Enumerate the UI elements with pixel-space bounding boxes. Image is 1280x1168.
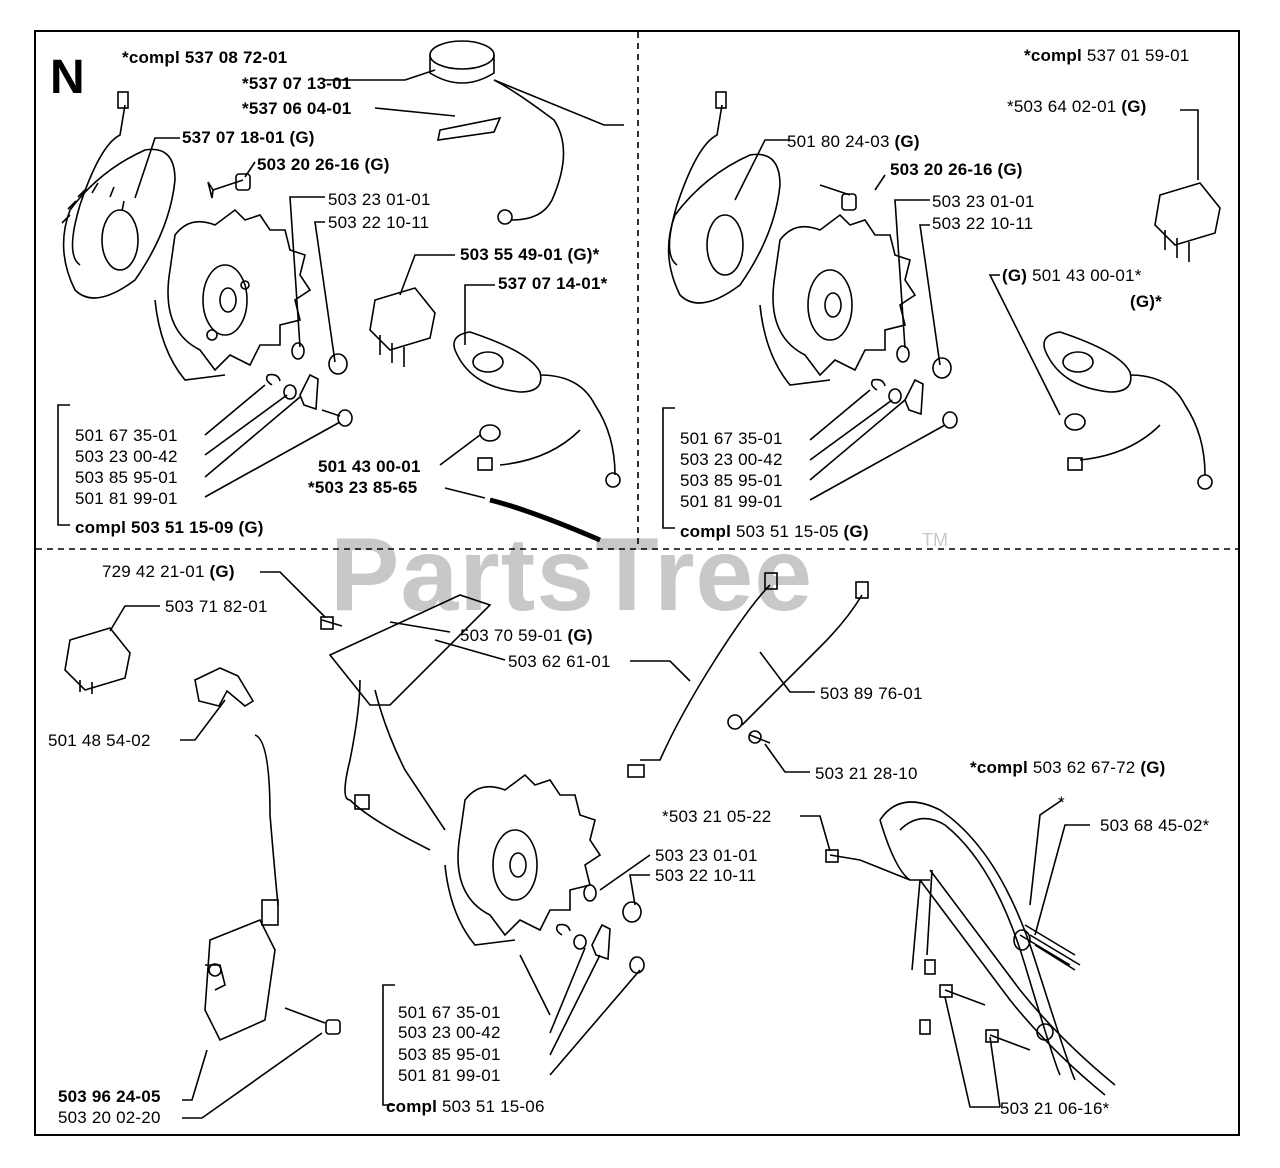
b-label-503-22-10: 503 22 10-11 — [655, 866, 757, 885]
tl-label-503-22-10: 503 22 10-11 — [328, 213, 430, 232]
tl-label-503-23-00: 503 23 00-42 — [75, 447, 178, 466]
pawl-tl — [299, 373, 319, 411]
flywheel-tr — [759, 213, 917, 386]
tr-label-compl-503-51-15-05: compl 503 51 15-05 (G) — [680, 522, 869, 541]
tl-label-537-07-18: 537 07 18-01 (G) — [182, 128, 315, 147]
screw-729 — [320, 616, 334, 630]
tr-label-503-22-10: 503 22 10-11 — [932, 214, 1034, 233]
b-label-503-96-24: 503 96 24-05 — [58, 1087, 161, 1106]
tl-label-537-06-04: *537 06 04-01 — [242, 99, 352, 118]
diagram-frame — [34, 30, 1240, 1136]
section-letter: N — [50, 51, 85, 104]
b-label-503-21-28: 503 21 28-10 — [815, 764, 918, 783]
b-label-503-71-82: 503 71 82-01 — [165, 597, 268, 616]
ignition-coil-tl — [61, 91, 176, 299]
tl-label-501-81-99: 501 81 99-01 — [75, 489, 178, 508]
b-label-503-62-61: 503 62 61-01 — [508, 652, 611, 671]
b-label-star: * — [1058, 793, 1065, 812]
tr-label-g-star: (G)* — [1130, 292, 1162, 311]
nut-tl — [328, 353, 348, 375]
screw-tl — [207, 179, 244, 199]
b-label-compl-503-51-15-06: compl 503 51 15-06 — [386, 1097, 545, 1116]
tl-label-501-67-35: 501 67 35-01 — [75, 426, 178, 445]
grommet-tl — [479, 424, 501, 442]
ignition-module-top — [429, 40, 624, 225]
b-label-503-68-45: 503 68 45-02* — [1100, 816, 1210, 835]
b-label-503-23-00: 503 23 00-42 — [398, 1023, 501, 1042]
tr-label-501-81-99: 501 81 99-01 — [680, 492, 783, 511]
stop-switch-bottom — [64, 627, 131, 694]
b-label-501-81-99: 501 81 99-01 — [398, 1066, 501, 1085]
screw-503-21-05 — [825, 849, 839, 863]
hv-lead — [254, 734, 279, 906]
tl-label-503-55-49: 503 55 49-01 (G)* — [460, 245, 600, 264]
tl-label-537-07-13: *537 07 13-01 — [242, 74, 352, 93]
tr-label-503-23-00: 503 23 00-42 — [680, 450, 783, 469]
bracket-plate — [328, 594, 492, 851]
b-label-503-89-76: 503 89 76-01 — [820, 684, 923, 703]
b-label-501-48-54: 501 48 54-02 — [48, 731, 151, 750]
tr-label-503-64-02: *503 64 02-01 (G) — [1007, 97, 1147, 116]
key-tl — [265, 373, 281, 386]
lead-503-62-61 — [627, 572, 778, 778]
b-label-503-21-05: *503 21 05-22 — [662, 807, 772, 826]
b-label-503-70-59: 503 70 59-01 (G) — [460, 626, 593, 645]
tr-compl-label: *compl 537 01 59-01 — [1024, 46, 1190, 65]
watermark-text: PartsTree — [330, 517, 814, 633]
flywheel-tl — [154, 208, 312, 381]
ignition-module-bottom — [204, 899, 279, 1042]
b-label-compl-503-62-67: *compl 503 62 67-72 (G) — [970, 758, 1166, 777]
tr-label-503-85-95: 503 85 95-01 — [680, 471, 783, 490]
tl-label-503-23-01: 503 23 01-01 — [328, 190, 431, 209]
handle-bar — [879, 801, 1116, 1096]
stop-switch-tl — [369, 287, 436, 367]
spark-plug-cap — [194, 667, 255, 707]
flywheel-bottom — [444, 773, 602, 946]
module-plate-tr — [1043, 331, 1213, 490]
watermark-tm: TM — [922, 530, 948, 550]
tl-label-537-07-14: 537 07 14-01* — [498, 274, 608, 293]
b-label-501-67-35: 501 67 35-01 — [398, 1003, 501, 1022]
tr-label-503-23-01: 503 23 01-01 — [932, 192, 1035, 211]
screw-bottom — [325, 1019, 341, 1035]
lead-503-89-76 — [727, 581, 869, 730]
screw-503-21-28 — [748, 730, 762, 744]
tl-compl-label: *compl 537 08 72-01 — [122, 48, 288, 67]
tr-label-501-80-24: 501 80 24-03 (G) — [787, 132, 920, 151]
tl-label-503-20-26: 503 20 26-16 (G) — [257, 155, 390, 174]
b-label-503-20-02: 503 20 02-20 — [58, 1108, 161, 1127]
tr-label-503-20-26: 503 20 26-16 (G) — [890, 160, 1023, 179]
b-label-503-21-06: 503 21 06-16* — [1000, 1099, 1110, 1118]
b-label-503-85-95: 503 85 95-01 — [398, 1045, 501, 1064]
ignition-coil-tr — [667, 91, 781, 304]
module-plate-tl — [453, 331, 621, 488]
tl-label-compl-503-51-15-09: compl 503 51 15-09 (G) — [75, 518, 264, 537]
washer-tl — [291, 342, 305, 360]
tl-label-501-43-00: 501 43 00-01 — [318, 457, 421, 476]
b-label-503-23-01: 503 23 01-01 — [655, 846, 758, 865]
screw-tr — [841, 193, 857, 211]
tr-label-501-67-35: 501 67 35-01 — [680, 429, 783, 448]
tr-label-501-43-00: (G) 501 43 00-01* — [1002, 266, 1142, 285]
hose-tl — [489, 497, 601, 543]
tl-label-503-85-95: 503 85 95-01 — [75, 468, 178, 487]
connector-tl — [477, 457, 493, 471]
tl-label-503-23-85: *503 23 85-65 — [308, 478, 418, 497]
av-spring — [1013, 924, 1081, 971]
stop-switch-tr — [1154, 182, 1221, 262]
b-label-729-42-21: 729 42 21-01 (G) — [102, 562, 235, 581]
